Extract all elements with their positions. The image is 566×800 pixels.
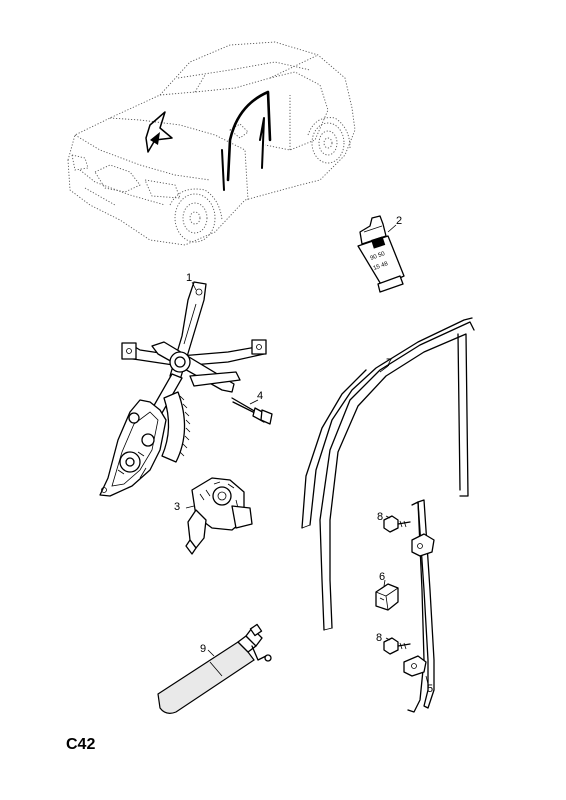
callout-2: 2 — [396, 215, 402, 227]
callout-4: 4 — [257, 390, 263, 402]
callout-5: 5 — [427, 683, 433, 695]
clip — [375, 583, 399, 611]
tube-label-line-2: 15 48 — [373, 261, 390, 272]
page-code: C42 — [66, 736, 95, 753]
bolt-lower — [383, 637, 411, 655]
rivet — [231, 397, 273, 425]
callout-3: 3 — [174, 501, 180, 513]
callout-7: 7 — [386, 357, 392, 369]
grease-tube — [157, 623, 272, 714]
sealant-tube: 90 50 15 48 — [357, 215, 405, 293]
car-overview — [67, 41, 356, 246]
window-regulator — [99, 281, 267, 497]
callout-6: 6 — [379, 571, 385, 583]
callout-9: 9 — [200, 643, 206, 655]
glass-run-channel — [301, 317, 475, 631]
bolt-upper — [383, 515, 411, 533]
callout-8-upper: 8 — [377, 511, 383, 523]
tube-label-line-1: 90 50 — [370, 251, 387, 262]
callout-1: 1 — [186, 272, 192, 284]
callout-8-lower: 8 — [376, 632, 382, 644]
guide-rail — [403, 499, 435, 713]
window-motor — [185, 477, 253, 555]
leader-lines — [185, 224, 429, 685]
